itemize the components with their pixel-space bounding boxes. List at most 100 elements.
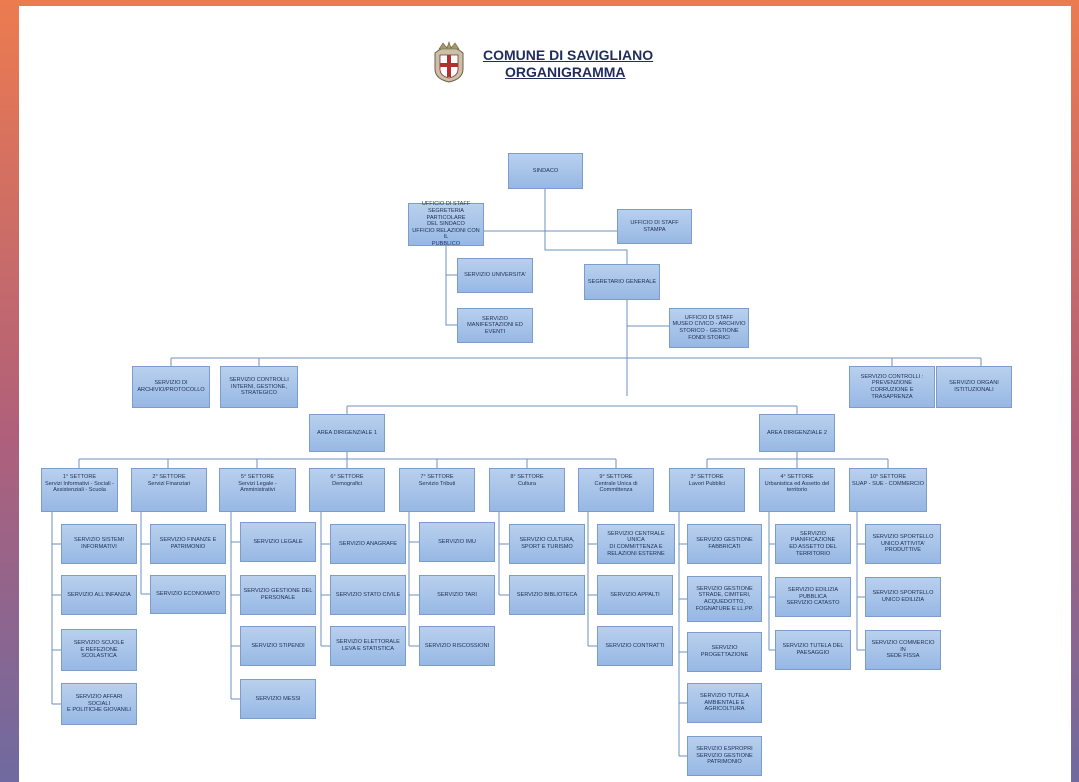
node-settore-5: 5° SETTORE Servizi Legale - Amministrati… [219,468,296,512]
node-s10-commercio: SERVIZIO COMMERCIO IN SEDE FISSA [865,630,941,670]
node-s10-sue: SERVIZIO SPORTELLO UNICO EDILIZIA [865,577,941,617]
node-label: 3° SETTORE Lavori Pubblici [688,474,726,487]
node-s9-centrale-unica: SERVIZIO CENTRALE UNICA DI COMMITTENZA E… [597,524,675,564]
node-label: SERVIZIO SPORTELLO UNICO EDILIZIA [872,590,934,603]
node-s8-cultura: SERVIZIO CULTURA, SPORT E TURISMO [509,524,585,564]
node-label: AREA DIRIGENZIALE 2 [767,429,827,436]
node-s8-biblioteca: SERVIZIO BIBLIOTECA [509,575,585,615]
node-settore-9: 9° SETTORE Centrale Unica di Committenza [578,468,654,512]
node-label: SERVIZIO ELETTORALE LEVA E STATISTICA [336,639,400,652]
node-s1-scuole: SERVIZIO SCUOLE E REFEZIONE SCOLASTICA [61,629,137,671]
node-label: SERVIZIO CONTRATTI [605,642,665,649]
node-s7-imu: SERVIZIO IMU [419,522,495,562]
node-label: SINDACO [532,167,559,174]
node-settore-10: 10° SETTORE SUAP - SUE - COMMERCIO [849,468,927,512]
node-label: SERVIZIO APPALTI [610,591,660,598]
node-staff-segreteria: UFFICIO DI STAFF SEGRETERIA PARTICOLARE … [408,201,484,247]
node-label: SERVIZIO DI ARCHIVIO/PROTOCOLLO [137,380,205,393]
node-s2-economato: SERVIZIO ECONOMATO [150,575,226,614]
node-label: SERVIZIO MESSI [255,695,301,702]
node-label: SERVIZIO CULTURA, SPORT E TURISMO [519,537,575,550]
node-label: 6° SETTORE Demografici [330,474,364,487]
node-settore-1: 1° SETTORE Servizi Informativi - Sociali… [41,468,118,512]
node-s3-tutela-ambientale: SERVIZIO TUTELA AMBIENTALE E AGRICOLTURA [687,683,762,723]
node-s5-personale: SERVIZIO GESTIONE DEL PERSONALE [240,575,316,615]
node-s6-stato-civile: SERVIZIO STATO CIVILE [330,575,406,615]
node-s1-sistemi-informativi: SERVIZIO SISTEMI INFORMATIVI [61,524,137,564]
node-label: SERVIZIO ESPROPRI SERVIZIO GESTIONE PATR… [696,746,753,766]
node-s9-appalti: SERVIZIO APPALTI [597,575,673,615]
node-label: SERVIZIO GESTIONE DEL PERSONALE [243,588,313,601]
node-label: SERVIZIO SPORTELLO UNICO ATTIVITA' PRODU… [872,534,934,554]
node-label: SERVIZIO STIPENDI [251,642,305,649]
node-label: AREA DIRIGENZIALE 1 [317,429,377,436]
node-label: SERVIZIO RISCOSSIONI [424,642,490,649]
node-segretario-generale: SEGRETARIO GENERALE [584,264,660,300]
node-s6-anagrafe: SERVIZIO ANAGRAFE [330,524,406,564]
node-label: SERVIZIO PROGETTAZIONE [700,645,749,658]
node-s7-tari: SERVIZIO TARI [419,575,495,615]
node-s3-espropri: SERVIZIO ESPROPRI SERVIZIO GESTIONE PATR… [687,736,762,776]
node-label: SEGRETARIO GENERALE [587,278,657,285]
node-label: SERVIZIO CENTRALE UNICA DI COMMITTENZA E… [607,530,665,557]
node-label: SERVIZIO ECONOMATO [156,591,220,598]
node-s5-legale: SERVIZIO LEGALE [240,522,316,562]
node-label: SERVIZIO GESTIONE STRADE, CIMITERI, ACQU… [695,585,754,612]
node-label: 8° SETTORE Cultura [510,474,544,487]
node-label: SERVIZIO AFFARI SOCIALI E POLITICHE GIOV… [67,694,131,714]
node-servizio-manifestazioni: SERVIZIO MANIFESTAZIONI ED EVENTI [457,308,533,343]
node-s9-contratti: SERVIZIO CONTRATTI [597,626,673,666]
node-s3-progettazione: SERVIZIO PROGETTAZIONE [687,632,762,672]
node-settore-4: 4° SETTORE Urbanistica ed Assetto del te… [759,468,835,512]
node-servizio-controlli-prevenzione: SERVIZIO CONTROLLI : PREVENZIONE CORRUZI… [849,366,935,408]
node-settore-3: 3° SETTORE Lavori Pubblici [669,468,745,512]
page-title: COMUNE DI SAVIGLIANO [483,47,654,63]
node-s3-fabbricati: SERVIZIO GESTIONE FABBRICATI [687,524,762,564]
node-label: SERVIZIO UNIVERSITA' [464,272,526,279]
node-area-2: AREA DIRIGENZIALE 2 [759,414,835,452]
node-label: SERVIZIO TUTELA DEL PAESAGGIO [782,643,844,656]
node-s4-tutela-paesaggio: SERVIZIO TUTELA DEL PAESAGGIO [775,630,851,670]
node-label: SERVIZIO COMMERCIO IN SEDE FISSA [871,640,935,660]
node-label: SERVIZIO BIBLIOTECA [516,591,578,598]
node-label: SERVIZIO GESTIONE FABBRICATI [696,537,753,550]
node-servizio-organi: SERVIZIO ORGANI ISTITUZIONALI [936,366,1012,408]
node-label: 5° SETTORE Servizi Legale - Amministrati… [238,474,277,494]
node-label: 9° SETTORE Centrale Unica di Committenza [594,474,638,494]
node-label: SERVIZIO ORGANI ISTITUZIONALI [949,380,999,393]
node-label: SERVIZIO CONTROLLI : PREVENZIONE CORRUZI… [860,373,924,400]
page-subtitle: ORGANIGRAMMA [505,64,626,80]
node-label: SERVIZIO TARI [437,591,477,598]
node-label: 10° SETTORE SUAP - SUE - COMMERCIO [852,474,925,487]
node-settore-8: 8° SETTORE Cultura [489,468,565,512]
node-label: SERVIZIO CONTROLLI INTERNI, GESTIONE, ST… [229,377,289,397]
node-label: 1° SETTORE Servizi Informativi - Sociali… [44,474,114,494]
node-s10-suap: SERVIZIO SPORTELLO UNICO ATTIVITA' PRODU… [865,524,941,564]
node-s4-pianificazione: SERVIZIO PIANIFICAZIONE ED ASSETTO DEL T… [775,524,851,564]
node-area-1: AREA DIRIGENZIALE 1 [309,414,385,452]
node-s4-edilizia-pubblica: SERVIZIO EDILIZIA PUBBLICA SERVIZIO CATA… [775,577,851,617]
node-label: UFFICIO DI STAFF MUSEO CIVICO - ARCHIVIO… [672,314,746,341]
node-s3-strade: SERVIZIO GESTIONE STRADE, CIMITERI, ACQU… [687,576,762,622]
node-s2-finanze: SERVIZIO FINANZE E PATRIMONIO [150,524,226,564]
node-settore-7: 7° SETTORE Servizio Tributi [399,468,475,512]
node-label: SERVIZIO FINANZE E PATRIMONIO [159,537,217,550]
node-label: SERVIZIO TUTELA AMBIENTALE E AGRICOLTURA [700,693,749,713]
node-label: SERVIZIO PIANIFICAZIONE ED ASSETTO DEL T… [789,530,837,557]
node-servizio-universita: SERVIZIO UNIVERSITA' [457,258,533,293]
node-staff-stampa: UFFICIO DI STAFF STAMPA [617,209,692,244]
node-servizio-controlli-interni: SERVIZIO CONTROLLI INTERNI, GESTIONE, ST… [220,366,298,408]
node-label: 4° SETTORE Urbanistica ed Assetto del te… [764,474,830,494]
node-label: SERVIZIO STATO CIVILE [335,591,401,598]
header-title-block: COMUNE DI SAVIGLIANO ORGANIGRAMMA [483,47,653,81]
node-s5-messi: SERVIZIO MESSI [240,679,316,719]
org-chart-page: COMUNE DI SAVIGLIANO ORGANIGRAMMA SINDAC… [19,6,1071,782]
node-label: 2° SETTORE Servizi Finanziari [147,474,191,487]
node-label: SERVIZIO IMU [438,538,476,545]
node-label: UFFICIO DI STAFF SEGRETERIA PARTICOLARE … [412,201,480,247]
node-label: 7° SETTORE Servizio Tributi [418,474,456,487]
node-s7-riscossioni: SERVIZIO RISCOSSIONI [419,626,495,666]
node-settore-6: 6° SETTORE Demografici [309,468,385,512]
node-label: SERVIZIO SISTEMI INFORMATIVI [74,537,124,550]
node-label: SERVIZIO ANAGRAFE [338,540,398,547]
